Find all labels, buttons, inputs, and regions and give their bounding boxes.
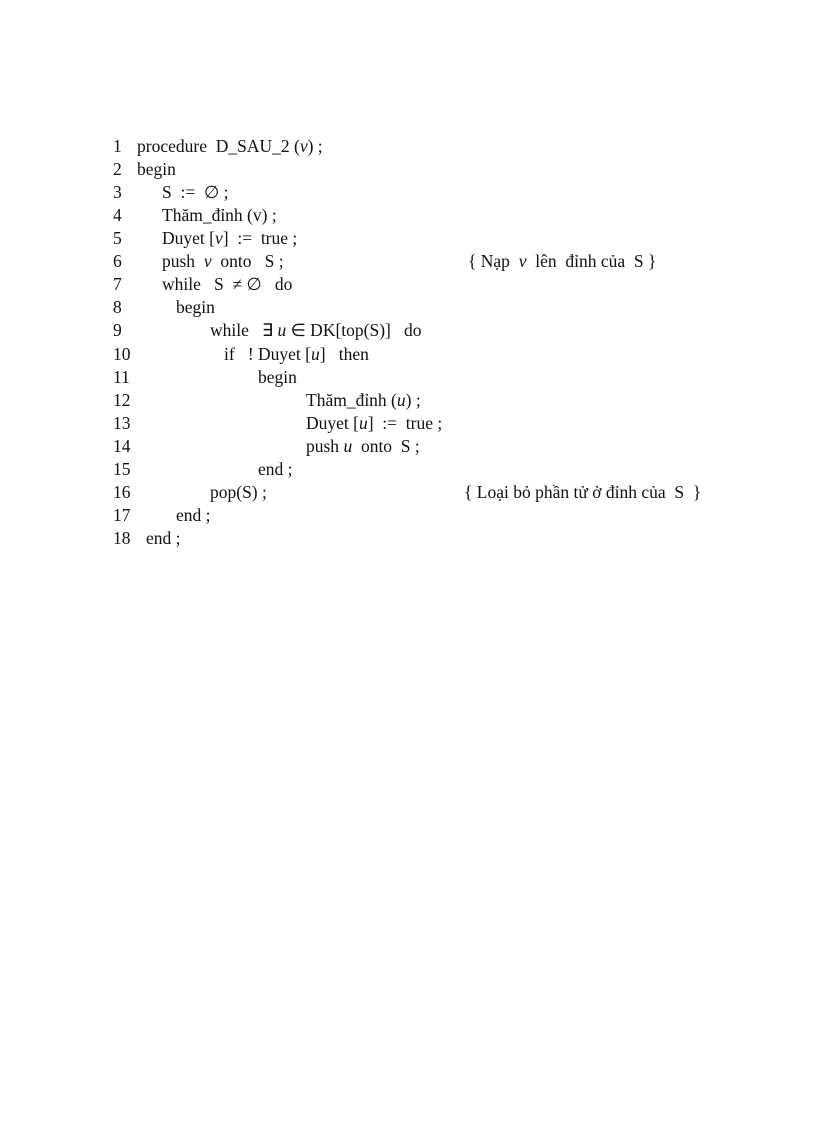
- line-number: 14: [113, 435, 131, 456]
- code-text: Thăm_đỉnh (v) ;: [162, 205, 277, 226]
- line-number: 15: [113, 458, 131, 479]
- code-comment: { Nạp v lên đỉnh của S }: [468, 251, 657, 272]
- code-text: end ;: [146, 528, 181, 549]
- line-number: 2: [113, 159, 122, 180]
- line-number: 4: [113, 205, 122, 226]
- line-number: 12: [113, 389, 131, 410]
- line-number: 8: [113, 297, 122, 318]
- line-number: 7: [113, 274, 122, 295]
- line-number: 11: [113, 366, 130, 387]
- line-number: 6: [113, 251, 122, 272]
- line-number: 3: [113, 182, 122, 203]
- line-number: 5: [113, 228, 122, 249]
- line-number: 17: [113, 504, 131, 525]
- line-number: 18: [113, 528, 131, 549]
- code-text: begin: [176, 297, 215, 318]
- code-text: Thăm_đỉnh (u) ;: [306, 389, 421, 410]
- code-text: procedure D_SAU_2 (v) ;: [137, 136, 323, 156]
- line-number: 1: [113, 136, 122, 156]
- line-number: 13: [113, 412, 131, 433]
- code-text: end ;: [176, 504, 211, 525]
- code-text: Duyet [v] := true ;: [162, 228, 298, 249]
- code-text: end ;: [258, 458, 293, 479]
- line-number: 10: [113, 343, 131, 364]
- code-text: Duyet [u] := true ;: [306, 412, 443, 433]
- code-text: push u onto S ;: [306, 435, 420, 456]
- code-comment: { Loại bỏ phần tử ở đỉnh của S }: [464, 481, 702, 502]
- code-text: push v onto S ;: [162, 251, 284, 272]
- code-text: begin: [137, 159, 176, 180]
- code-text: while S ≠ ∅ do: [162, 274, 293, 295]
- code-text: begin: [258, 366, 297, 387]
- line-number: 9: [113, 320, 122, 341]
- code-text: pop(S) ;: [210, 481, 267, 502]
- line-number: 16: [113, 481, 131, 502]
- code-text: if ! Duyet [u] then: [224, 343, 369, 364]
- code-text: while ∃ u ∈ DK[top(S)] do: [210, 320, 422, 341]
- code-text: S := ∅ ;: [162, 182, 229, 203]
